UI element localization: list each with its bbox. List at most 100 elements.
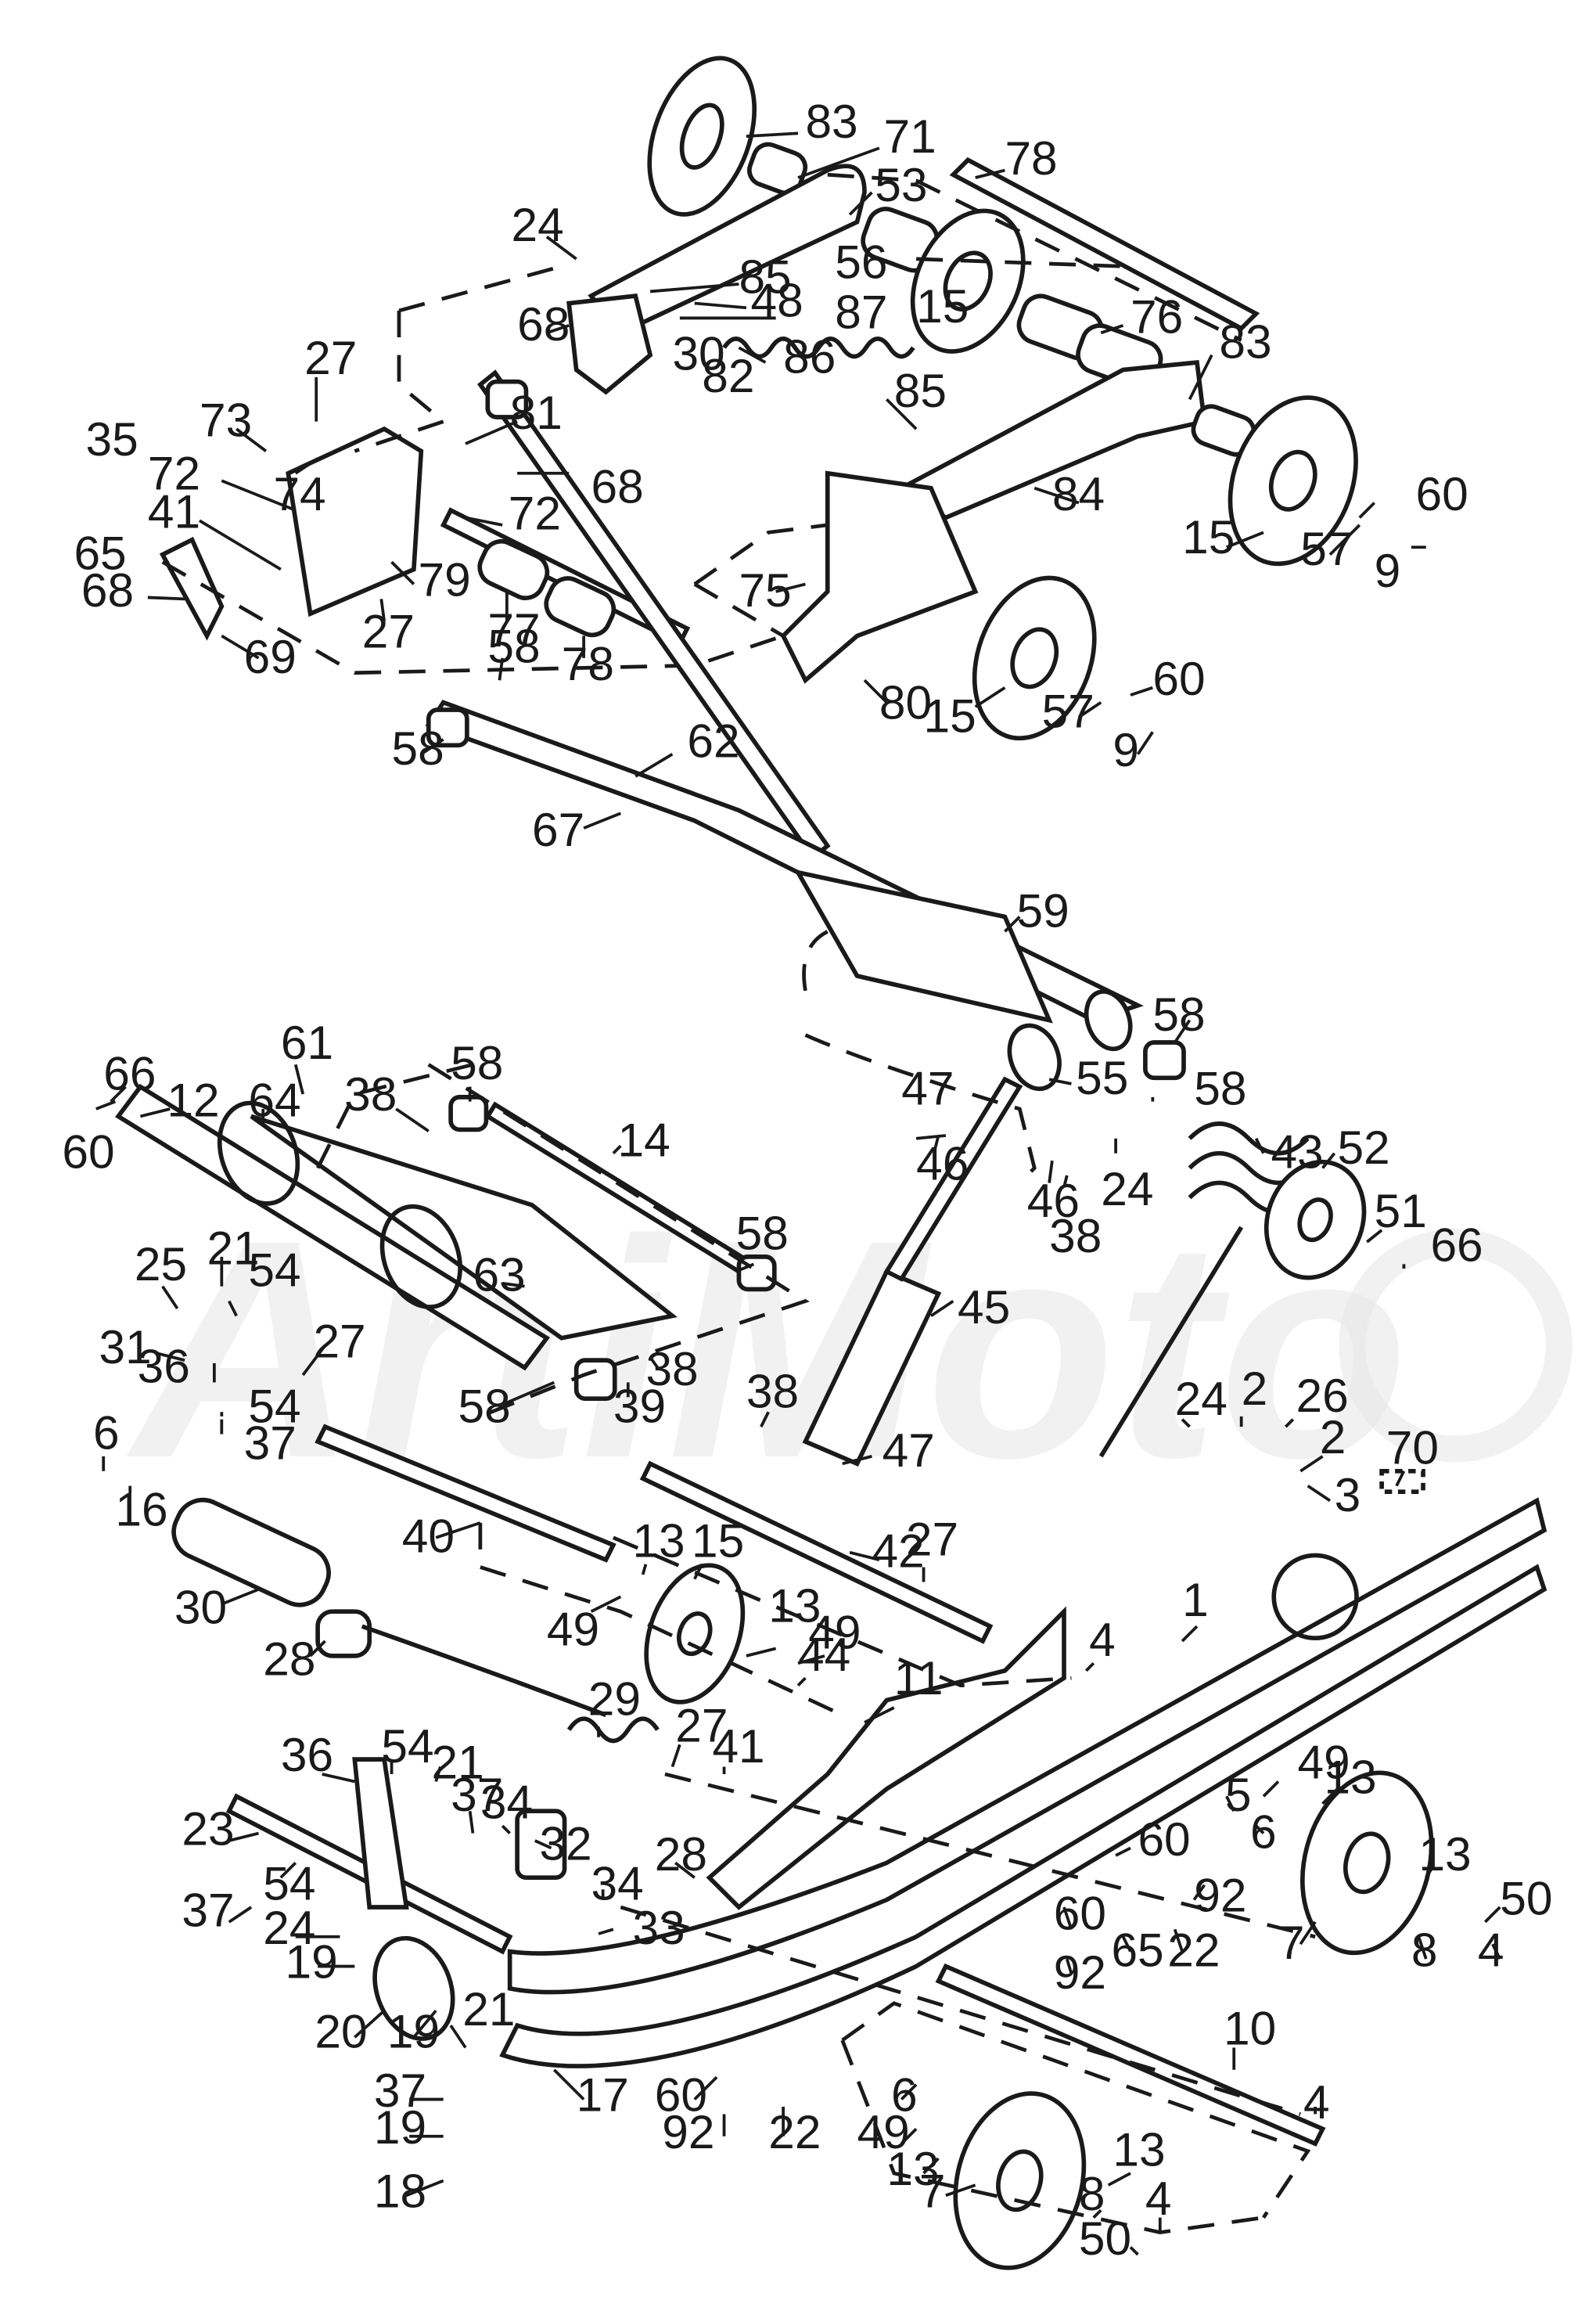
part-label: 87 (835, 286, 887, 339)
part-label: 68 (591, 460, 644, 513)
part-label: 24 (1175, 1372, 1228, 1425)
part-label: 30 (174, 1580, 227, 1633)
part-label: 13 (886, 2142, 939, 2195)
part-label: 58 (451, 1036, 503, 1089)
part-label: 84 (1052, 467, 1105, 520)
part-label: 63 (473, 1247, 525, 1301)
part-label: 41 (148, 485, 200, 538)
part-label: 67 (532, 803, 584, 856)
part-label: 22 (1167, 1924, 1220, 1977)
part-label: 14 (618, 1113, 670, 1166)
part-label: 15 (924, 689, 976, 742)
part-label: 49 (547, 1603, 599, 1656)
part-label: 17 (577, 2068, 629, 2122)
part-label: 28 (263, 1632, 315, 1685)
part-label: 8 (1079, 2167, 1105, 2220)
part-label: 6 (891, 2068, 918, 2122)
part-label: 55 (1076, 1051, 1128, 1104)
main-frame-tubes-drawing (425, 369, 1186, 1092)
part-label: 1 (1182, 1573, 1209, 1626)
part-label: 58 (1194, 1061, 1246, 1114)
part-label: 42 (872, 1524, 924, 1578)
part-label: 60 (1054, 1886, 1106, 1939)
part-label: 7 (1278, 1916, 1305, 1969)
part-label: 78 (562, 637, 614, 690)
rail-and-idler-wheels-drawing (171, 1424, 1547, 2270)
part-label: 35 (86, 412, 138, 466)
part-label: 27 (906, 1512, 958, 1565)
part-label: 58 (1152, 988, 1205, 1041)
part-label: 36 (138, 1339, 190, 1392)
part-label: 24 (512, 198, 564, 251)
part-label: 58 (487, 620, 540, 673)
part-label: 21 (462, 1982, 515, 2036)
part-label: 15 (916, 279, 969, 333)
part-label: 27 (362, 605, 415, 658)
part-label: 82 (702, 349, 754, 402)
part-label: 38 (746, 1365, 799, 1418)
part-label: 16 (115, 1483, 167, 1536)
part-label: 22 (768, 2105, 821, 2158)
part-label: 26 (1296, 1369, 1349, 1422)
part-label: 53 (875, 158, 927, 211)
part-label: 30 (672, 327, 724, 380)
part-label: 4 (1478, 1924, 1504, 1977)
part-label: 2 (1320, 1410, 1346, 1463)
front-arm-assembly-drawing (159, 56, 1358, 741)
part-label: 6 (1250, 1805, 1277, 1858)
part-label: 46 (1027, 1174, 1080, 1227)
part-label: 92 (1194, 1869, 1246, 1922)
part-label: 52 (1337, 1121, 1389, 1174)
part-label: 39 (613, 1379, 666, 1432)
part-label: 60 (655, 2068, 707, 2122)
part-label: 38 (1049, 1209, 1102, 1262)
part-label: 65 (1111, 1924, 1163, 1977)
part-label: 23 (182, 1802, 234, 1856)
part-label: 19 (286, 1935, 338, 1989)
rear-arm-assembly-drawing (114, 930, 1367, 1467)
part-label: 80 (879, 675, 932, 729)
part-label: 27 (313, 1314, 365, 1367)
part-label: 65 (74, 527, 126, 580)
part-label: 13 (1418, 1827, 1471, 1881)
part-label: 83 (805, 95, 857, 148)
part-label: 68 (517, 297, 570, 351)
part-label: 46 (916, 1137, 969, 1190)
part-label: 7 (919, 2164, 946, 2217)
part-label: 37 (374, 2064, 426, 2117)
part-label: 9 (1113, 723, 1139, 776)
part-label: 49 (857, 2105, 910, 2158)
part-label: 56 (835, 235, 887, 288)
part-label: 54 (248, 1244, 300, 1297)
part-label: 60 (1138, 1812, 1190, 1866)
part-label: 54 (263, 1857, 315, 1910)
part-label: 24 (1101, 1162, 1153, 1215)
part-label: 75 (739, 563, 791, 617)
part-label: 58 (736, 1206, 789, 1259)
part-label: 29 (588, 1672, 641, 1725)
part-label: 69 (244, 630, 297, 683)
part-label: 8 (1411, 1924, 1438, 1977)
part-label: 92 (662, 2105, 714, 2158)
part-label: 10 (1224, 2002, 1276, 2055)
part-label: 57 (1300, 522, 1353, 575)
part-label: 6 (93, 1406, 120, 1459)
part-label: 41 (712, 1719, 764, 1773)
part-label: 60 (1152, 652, 1205, 705)
part-label: 60 (62, 1125, 114, 1179)
part-label: 81 (510, 386, 563, 439)
part-label: 79 (419, 553, 471, 607)
part-label: 85 (894, 364, 947, 417)
part-label: 13 (632, 1514, 685, 1567)
part-label: 50 (1500, 1871, 1552, 1924)
part-label: 15 (1182, 510, 1235, 563)
part-label: 86 (783, 329, 836, 383)
part-label: 11 (894, 1651, 944, 1704)
part-label: 4 (1145, 2172, 1172, 2225)
part-label: 43 (1271, 1125, 1323, 1179)
part-label: 51 (1375, 1184, 1427, 1237)
part-label: 3 (1335, 1468, 1361, 1521)
part-label: 48 (751, 274, 803, 327)
part-label: 24 (263, 1901, 315, 1954)
